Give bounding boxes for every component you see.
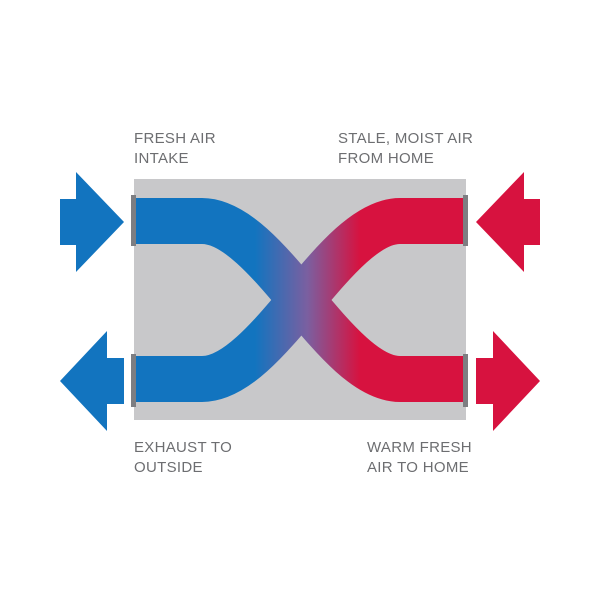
exhaust-to-outside-label-line-1: EXHAUST TO bbox=[134, 439, 233, 456]
port-frame-bottom-right bbox=[463, 354, 468, 407]
warm-fresh-air-label: WARM FRESH AIR TO HOME bbox=[367, 438, 472, 478]
stale-air-arrow-icon bbox=[476, 172, 540, 272]
fresh-air-intake-label: FRESH AIR INTAKE bbox=[134, 129, 216, 169]
exhaust-arrow-icon bbox=[60, 331, 124, 431]
stale-moist-air-label-line-1: STALE, MOIST AIR bbox=[338, 130, 474, 147]
port-frame-bottom-left bbox=[131, 354, 136, 407]
fresh-air-intake-label-line-2: INTAKE bbox=[134, 150, 189, 167]
exhaust-to-outside-label: EXHAUST TO OUTSIDE bbox=[134, 438, 232, 478]
exhaust-to-outside-label-line-2: OUTSIDE bbox=[134, 459, 203, 476]
stale-moist-air-label: STALE, MOIST AIR FROM HOME bbox=[338, 129, 473, 169]
stale-moist-air-label-line-2: FROM HOME bbox=[338, 150, 435, 167]
warm-fresh-air-label-line-1: WARM FRESH bbox=[367, 439, 472, 456]
port-frame-top-left bbox=[131, 195, 136, 246]
warm-fresh-air-label-line-2: AIR TO HOME bbox=[367, 459, 469, 476]
warm-fresh-air-arrow-icon bbox=[476, 331, 540, 431]
port-frame-top-right bbox=[463, 195, 468, 246]
stale-air-flow-channel bbox=[134, 198, 466, 402]
fresh-air-intake-label-line-1: FRESH AIR bbox=[134, 130, 216, 147]
fresh-air-intake-arrow-icon bbox=[60, 172, 124, 272]
